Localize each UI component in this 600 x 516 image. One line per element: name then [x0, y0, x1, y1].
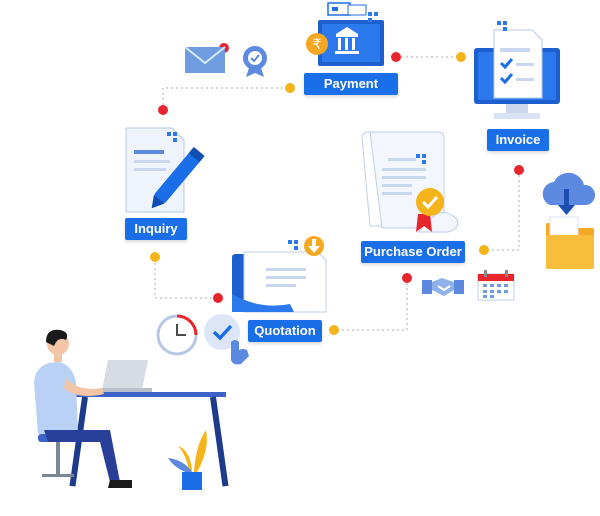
- connector-inquiry-quotation: [154, 258, 218, 299]
- person-at-desk-illustration: [34, 329, 229, 488]
- red-dot: [391, 52, 401, 62]
- step-label-invoice: Invoice: [487, 129, 549, 151]
- handshake-icon: [422, 278, 464, 296]
- red-dot: [213, 293, 223, 303]
- desk: [76, 392, 226, 397]
- payment-laptop-icon: ₹: [306, 2, 384, 66]
- yellow-dot: [150, 252, 160, 262]
- yellow-dot: [329, 325, 339, 335]
- clock-icon: [156, 314, 198, 356]
- inquiry-document-icon: [125, 127, 205, 213]
- step-label-payment: Payment: [304, 73, 398, 95]
- quotation-document-icon: [232, 236, 327, 313]
- envelope-icon: [184, 46, 226, 73]
- award-badge-icon: [243, 46, 267, 77]
- purchase-order-scroll-icon: [361, 131, 459, 233]
- step-label-purchase-order: Purchase Order: [361, 241, 465, 263]
- yellow-dot: [479, 245, 489, 255]
- step-label-inquiry: Inquiry: [125, 218, 187, 240]
- step-label-quotation: Quotation: [248, 320, 322, 342]
- check-tap-icon: [204, 314, 249, 365]
- laptop-icon: [102, 360, 148, 390]
- pen-icon: [151, 147, 205, 209]
- connector-invoice-po: [484, 170, 520, 251]
- rupee-icon: ₹: [313, 37, 322, 53]
- connector-po-quotation: [334, 278, 408, 331]
- cloud-download-icon: [542, 172, 596, 269]
- invoice-monitor-icon: [474, 21, 560, 119]
- connector-inquiry-payment: [162, 87, 290, 110]
- red-dot: [402, 273, 412, 283]
- approved-seal-icon: [416, 188, 444, 216]
- yellow-dot: [456, 52, 466, 62]
- plant-illustration: [168, 430, 207, 490]
- red-dot: [158, 105, 168, 115]
- yellow-dot: [285, 83, 295, 93]
- red-dot: [514, 165, 524, 175]
- calendar-icon: [477, 270, 515, 301]
